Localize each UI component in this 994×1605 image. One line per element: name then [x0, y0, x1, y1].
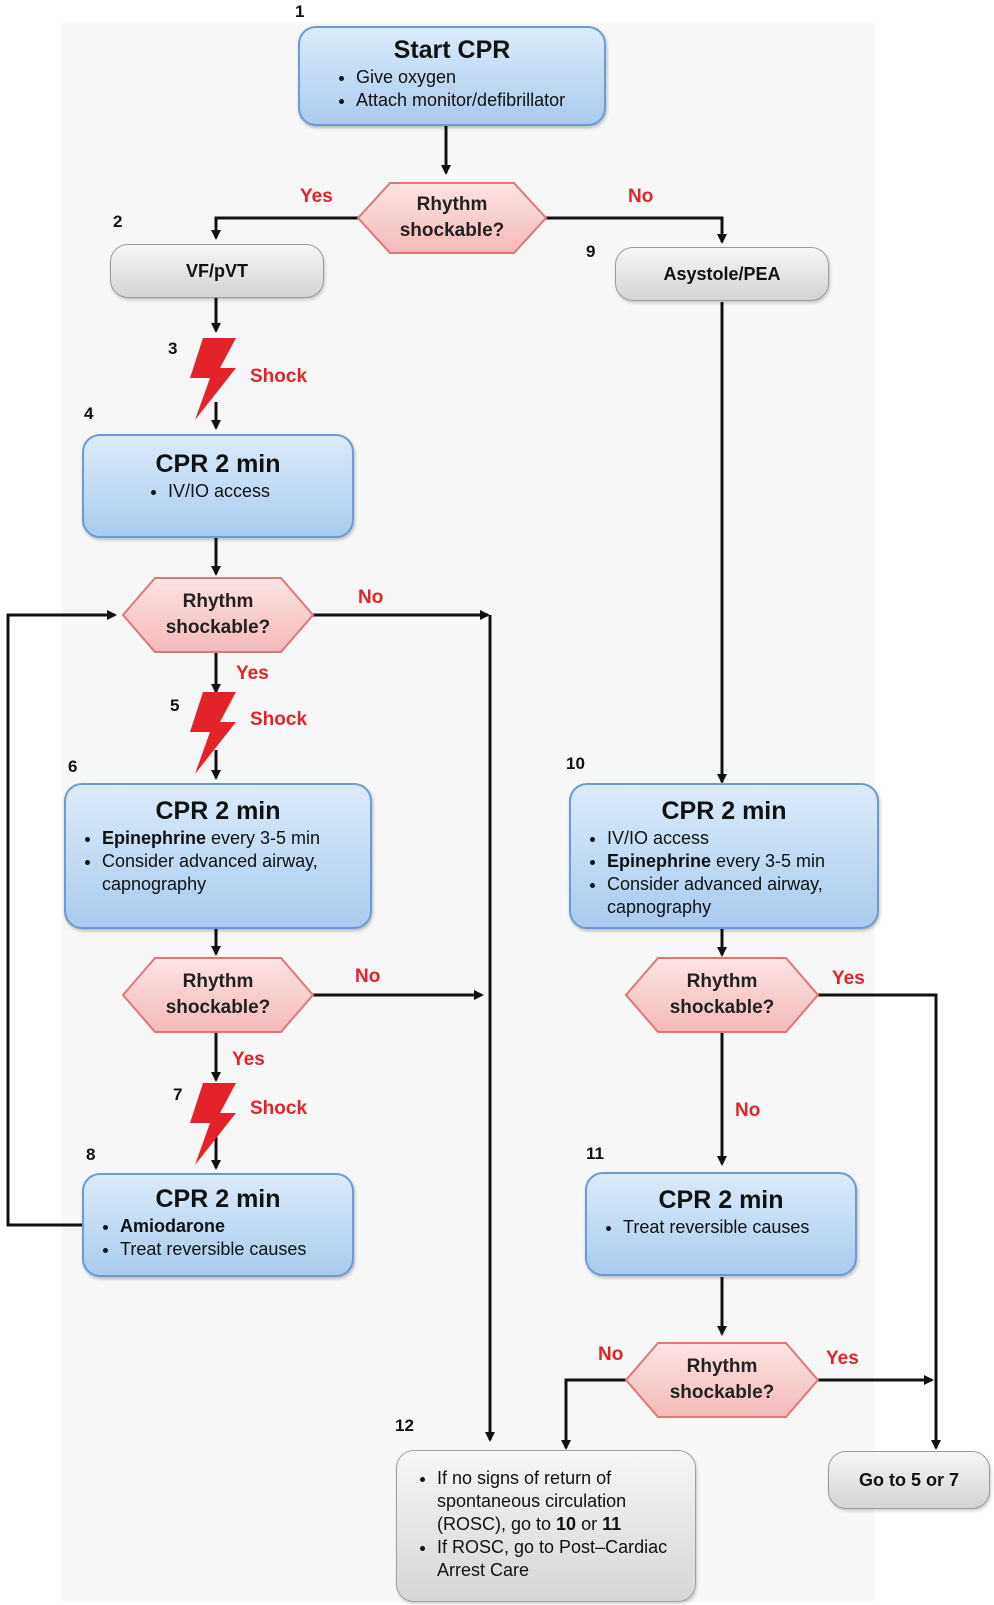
box-title: CPR 2 min [155, 797, 281, 825]
decision-text: Rhythm [182, 971, 254, 992]
cpr-box-6: CPR 2 min Epinephrine every 3-5 min Cons… [64, 783, 372, 929]
go-to-box: Go to 5 or 7 [828, 1451, 990, 1509]
arrow-d1-yes [211, 216, 358, 240]
decision-text: Rhythm [416, 194, 488, 215]
cpr-box-11: CPR 2 min Treat reversible causes [585, 1172, 857, 1276]
yes-label: Yes [236, 663, 269, 684]
step-number-8: 8 [86, 1145, 96, 1164]
box-item: Attach monitor/defibrillator [356, 89, 604, 112]
lightning-bolt-icon [190, 338, 236, 420]
decision-hex-2 [121, 577, 315, 653]
lightning-bolt-icon [190, 1083, 236, 1165]
box-item: Give oxygen [356, 66, 604, 89]
decision-label-3: Rhythm shockable? [123, 969, 313, 1021]
cpr-box-4: CPR 2 min IV/IO access [82, 434, 354, 538]
box-item-text: every 3-5 min [206, 828, 321, 848]
box-title: Start CPR [393, 36, 511, 64]
step-number-9: 9 [586, 242, 596, 261]
decision-label-5: Rhythm shockable? [626, 1354, 818, 1406]
box-item-text: every 3-5 min [711, 851, 826, 871]
step-number-2: 2 [113, 212, 123, 231]
step-number-3: 3 [168, 339, 178, 358]
no-label: No [735, 1100, 761, 1121]
box-title: CPR 2 min [155, 450, 281, 478]
decision-hex-1 [356, 182, 548, 254]
yes-label: Yes [300, 186, 333, 207]
no-label: No [598, 1344, 624, 1365]
decision-text: Rhythm [182, 591, 254, 612]
decision-hex-4 [624, 957, 820, 1033]
decision-text: shockable? [399, 220, 505, 241]
cpr-box-8: CPR 2 min Amiodarone Treat reversible ca… [82, 1173, 354, 1277]
lightning-bolt-icon [190, 692, 236, 774]
box-item: Epinephrine every 3-5 min [607, 850, 877, 873]
step-ref: 11 [602, 1514, 622, 1534]
start-cpr-box: Start CPR Give oxygen Attach monitor/def… [298, 26, 606, 126]
decision-hex-5 [624, 1342, 820, 1418]
decision-text: shockable? [669, 997, 775, 1018]
box-item: IV/IO access [607, 827, 877, 850]
decision-text: Rhythm [686, 1356, 758, 1377]
step-number-7: 7 [173, 1085, 183, 1104]
yes-label: Yes [826, 1348, 859, 1369]
box-item: Consider advanced airway, capnography [102, 850, 370, 896]
shock-label: Shock [250, 709, 308, 730]
box-title: CPR 2 min [661, 797, 787, 825]
vf-pvt-box: VF/pVT [110, 244, 324, 298]
decision-text: shockable? [165, 997, 271, 1018]
step-number-12: 12 [395, 1416, 414, 1435]
rosc-note-box: If no signs of return of spontaneous cir… [396, 1450, 696, 1602]
box-item: Epinephrine every 3-5 min [102, 827, 370, 850]
drug-name: Epinephrine [102, 828, 207, 848]
step-number-5: 5 [170, 696, 180, 715]
box-item: Treat reversible causes [120, 1238, 352, 1261]
decision-text: shockable? [165, 617, 271, 638]
box-title: CPR 2 min [155, 1185, 281, 1213]
yes-label: Yes [232, 1049, 265, 1070]
decision-label-1: Rhythm shockable? [358, 192, 546, 244]
step-number-4: 4 [84, 404, 94, 423]
box-item-text: or [576, 1514, 603, 1534]
box-item: Treat reversible causes [623, 1216, 855, 1239]
drug-name: Epinephrine [607, 851, 712, 871]
box-item: IV/IO access [168, 480, 352, 503]
box-item: Consider advanced airway, capnography [607, 873, 877, 919]
yes-label: Yes [832, 968, 865, 989]
arrow-d1-no [546, 216, 727, 244]
shock-label: Shock [250, 1098, 308, 1119]
box-item: If no signs of return of spontaneous cir… [437, 1467, 695, 1536]
decision-label-2: Rhythm shockable? [123, 589, 313, 641]
decision-hex-3 [121, 957, 315, 1033]
no-label: No [358, 587, 384, 608]
step-ref: 10 [556, 1514, 577, 1534]
step-number-6: 6 [68, 757, 78, 776]
no-label: No [628, 186, 654, 207]
cpr-box-10: CPR 2 min IV/IO access Epinephrine every… [569, 783, 879, 929]
box-title: CPR 2 min [658, 1186, 784, 1214]
arrow-8-loop-back [6, 610, 117, 1227]
shock-label: Shock [250, 366, 308, 387]
box-item: Amiodarone [120, 1215, 352, 1238]
arrow-d5-no [561, 1378, 626, 1450]
asystole-pea-box: Asystole/PEA [615, 247, 829, 301]
box-item: If ROSC, go to Post–Cardiac Arrest Care [437, 1536, 695, 1582]
step-number-11: 11 [586, 1144, 604, 1163]
decision-text: Rhythm [686, 971, 758, 992]
decision-text: shockable? [669, 1382, 775, 1403]
step-number-10: 10 [566, 754, 585, 773]
no-label: No [355, 966, 381, 987]
step-number-1: 1 [295, 2, 305, 21]
arrow-d4-yes [818, 993, 941, 1450]
box-item-text: If no signs of return of spontaneous cir… [437, 1468, 627, 1534]
decision-label-4: Rhythm shockable? [626, 969, 818, 1021]
drug-name: Amiodarone [120, 1216, 226, 1236]
